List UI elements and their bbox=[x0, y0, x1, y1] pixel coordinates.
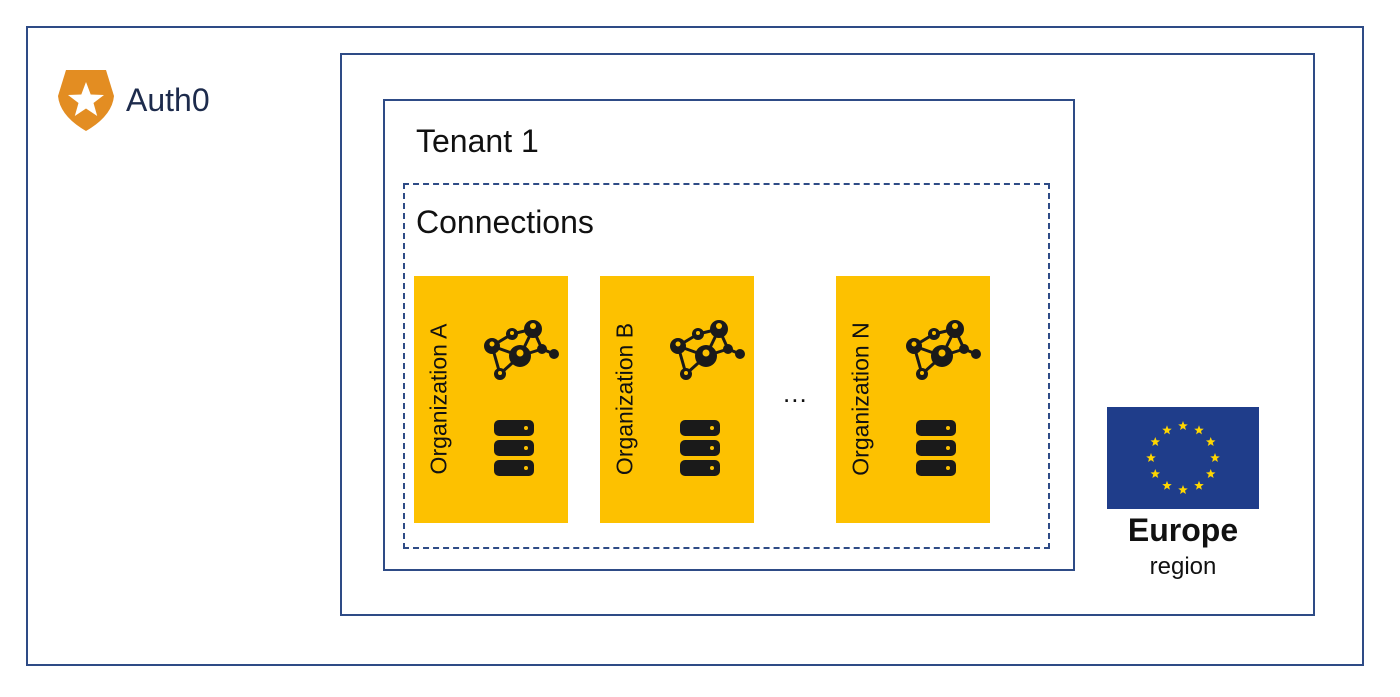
brand-name: Auth0 bbox=[126, 82, 210, 118]
database-icon bbox=[916, 420, 956, 476]
eu-star-icon bbox=[1205, 469, 1216, 479]
auth0-logo: Auth0 bbox=[56, 68, 210, 133]
network-icon bbox=[670, 320, 745, 380]
network-icon bbox=[906, 320, 981, 380]
eu-flag-icon bbox=[1107, 407, 1259, 509]
eu-star-icon bbox=[1194, 480, 1204, 490]
eu-star-icon bbox=[1178, 421, 1188, 431]
auth0-shield-icon bbox=[58, 70, 114, 131]
organization-card: Organization B bbox=[600, 276, 754, 523]
eu-star-icon bbox=[1210, 453, 1220, 463]
region-name: Europe bbox=[1127, 512, 1239, 548]
connections-frame bbox=[403, 183, 1050, 549]
organization-label: Organization N bbox=[847, 322, 874, 476]
eu-star-icon bbox=[1150, 437, 1161, 447]
region-frame bbox=[340, 53, 1315, 616]
organization-card: Organization A bbox=[414, 276, 568, 523]
eu-star-icon bbox=[1194, 425, 1204, 435]
eu-star-icon bbox=[1146, 453, 1156, 463]
eu-star-icon bbox=[1178, 485, 1188, 495]
connections-title: Connections bbox=[416, 204, 594, 240]
more-organizations-ellipsis: ... bbox=[783, 378, 808, 408]
eu-star-icon bbox=[1205, 437, 1216, 447]
database-icon bbox=[494, 420, 534, 476]
organization-label: Organization A bbox=[425, 323, 452, 475]
eu-star-icon bbox=[1162, 480, 1172, 490]
auth0-platform-frame bbox=[26, 26, 1364, 666]
tenant-title: Tenant 1 bbox=[416, 123, 539, 159]
eu-star-icon bbox=[1150, 469, 1161, 479]
network-icon bbox=[484, 320, 559, 380]
organization-card: Organization N bbox=[836, 276, 990, 523]
tenant-frame bbox=[383, 99, 1075, 571]
database-icon bbox=[680, 420, 720, 476]
region-subtitle: region bbox=[1149, 553, 1217, 580]
organization-label: Organization B bbox=[611, 322, 638, 476]
eu-star-icon bbox=[1162, 425, 1172, 435]
